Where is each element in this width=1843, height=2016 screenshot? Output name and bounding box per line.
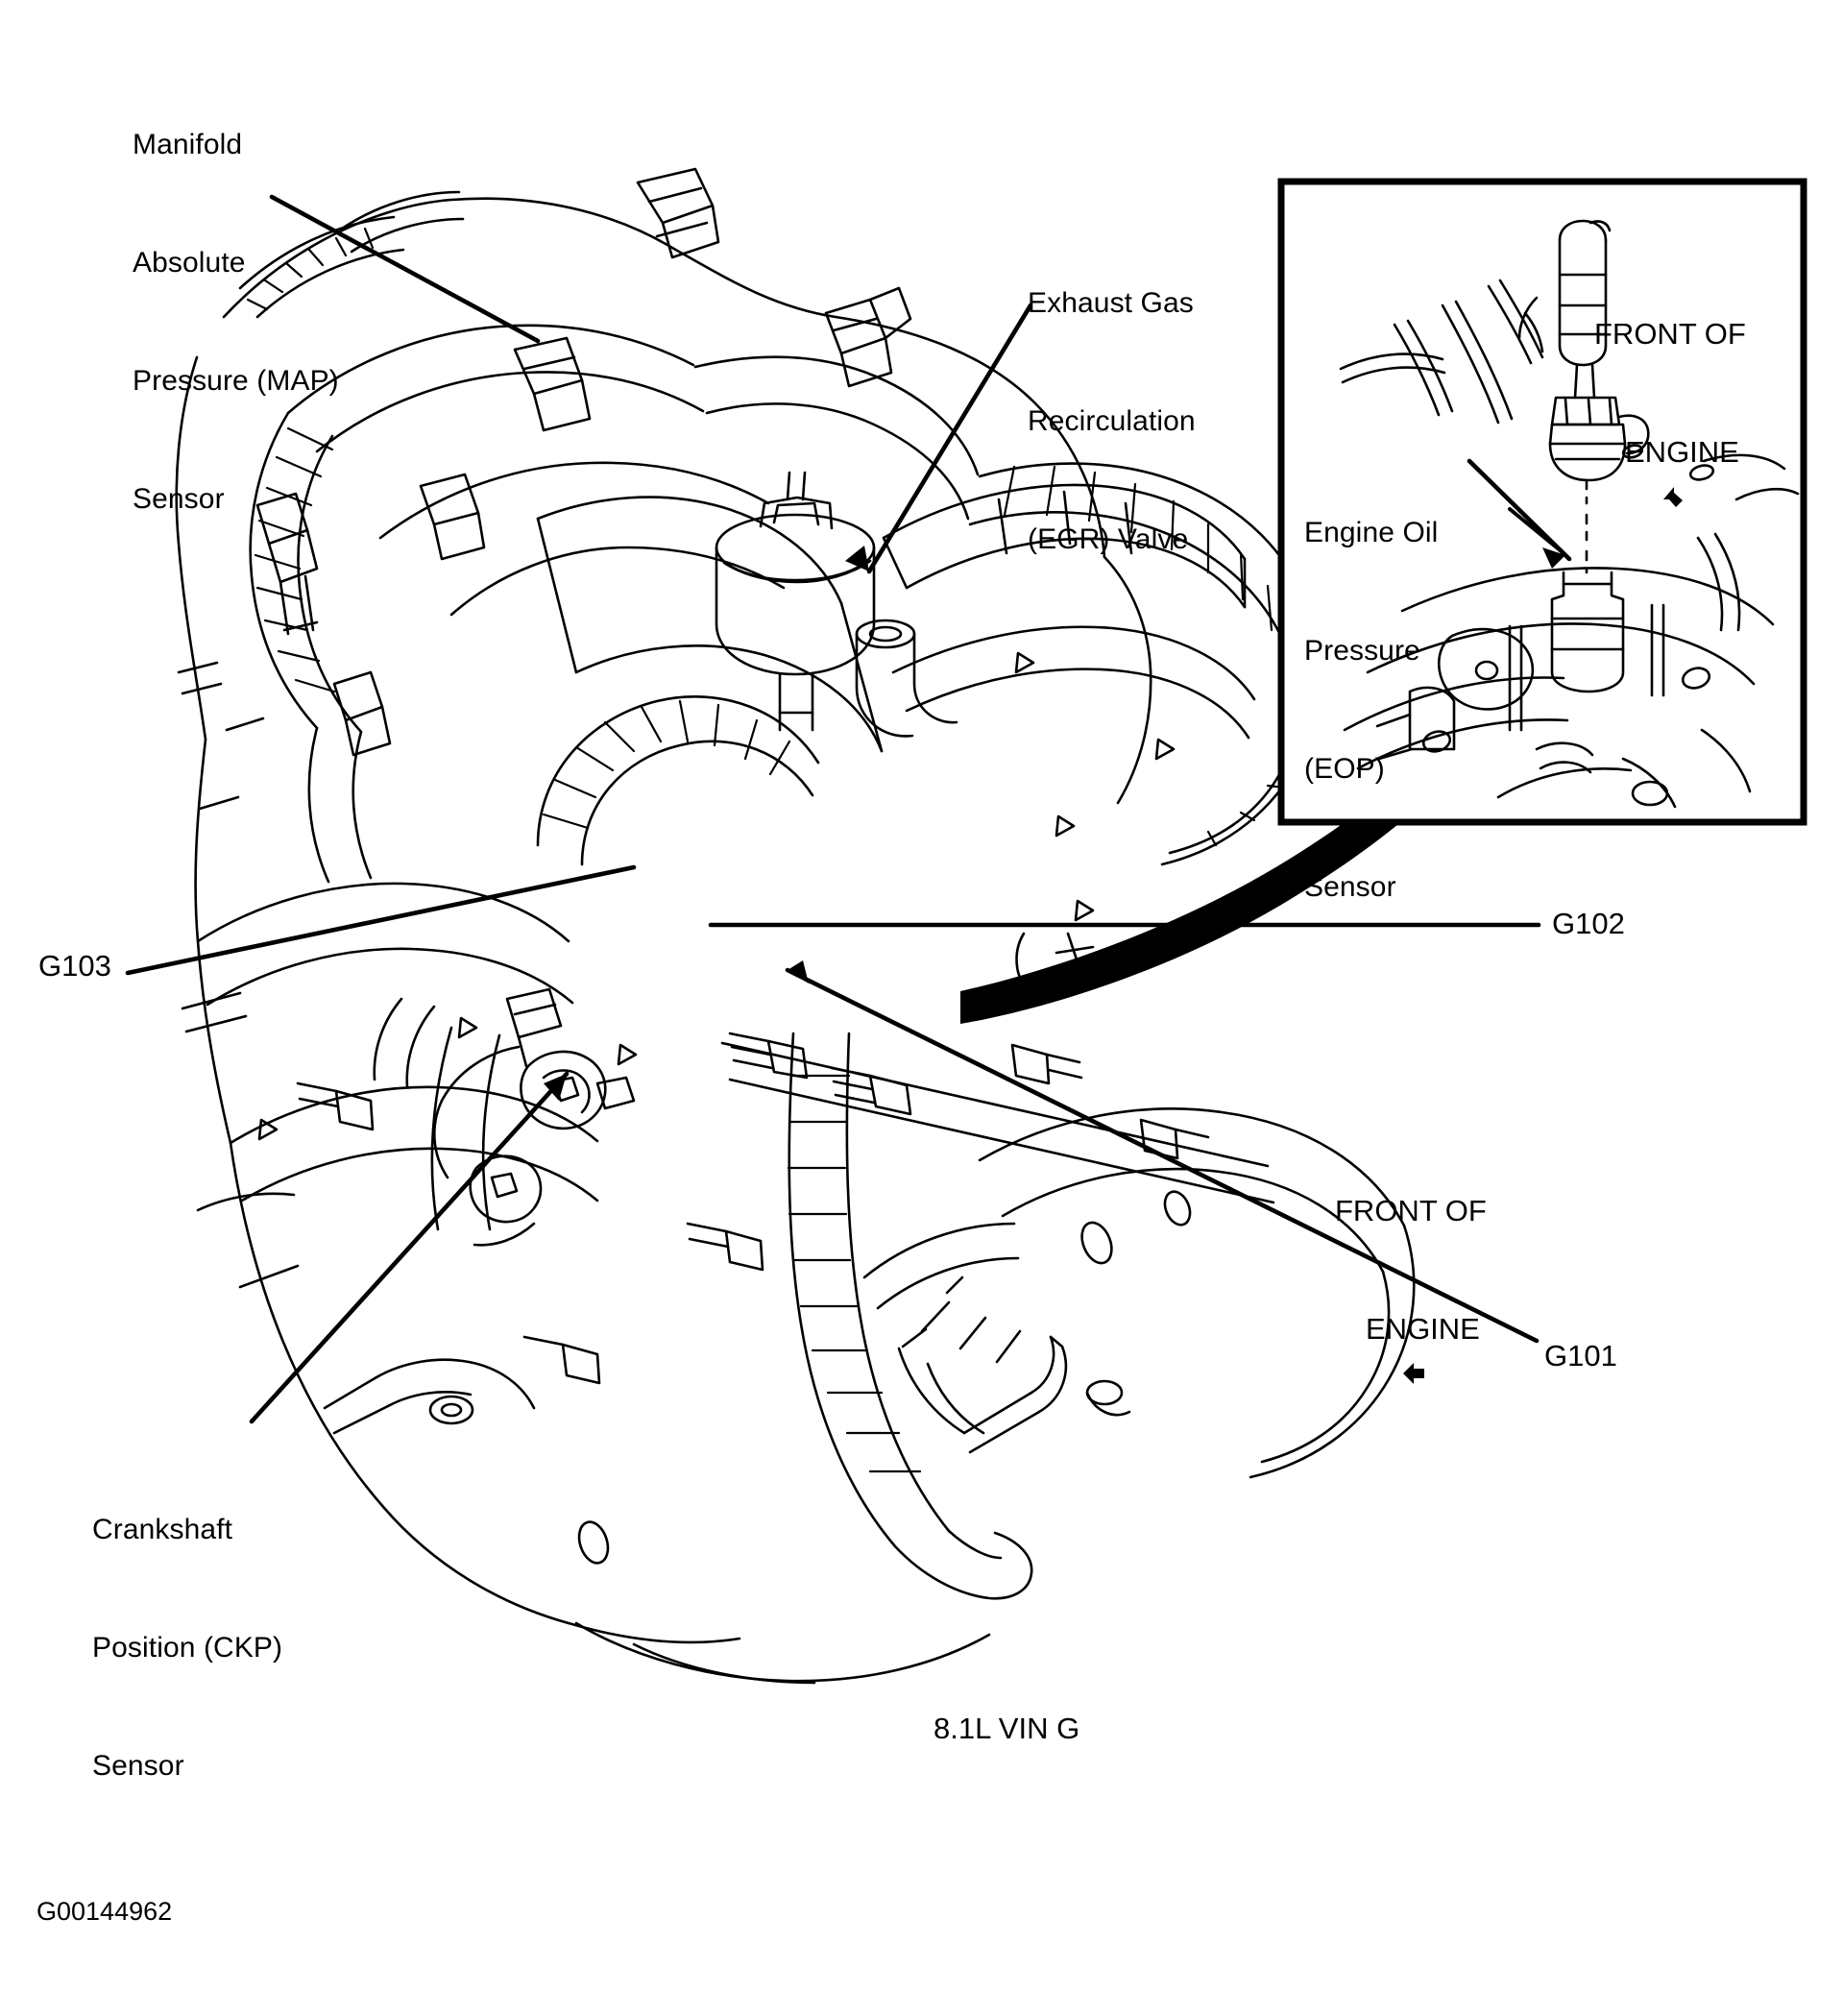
leader-egr-valve [866, 303, 1033, 574]
callout-map-sensor-line-2: Absolute [133, 247, 246, 279]
callout-egr-valve-line-1: Exhaust Gas [1028, 287, 1194, 319]
inset-orientation-line-1: FRONT OF [1594, 317, 1746, 351]
leader-egr-arrowhead [845, 546, 869, 571]
callout-eop-sensor: Engine Oil Pressure (EOP) Sensor [1304, 434, 1438, 985]
leader-g101 [785, 967, 1540, 1344]
callout-map-sensor-line-3: Pressure (MAP) [133, 365, 339, 397]
figure-id: G00144962 [36, 1897, 173, 1926]
callout-map-sensor-line-4: Sensor [133, 483, 225, 515]
inset-line-art [1339, 219, 1800, 809]
callout-egr-valve-line-2: Recirculation [1028, 405, 1196, 437]
leader-ckp-sensor [249, 1071, 570, 1424]
leader-g101-arrowhead [788, 960, 809, 984]
figure-caption: 8.1L VIN G [934, 1712, 1080, 1745]
leader-map-sensor [269, 194, 541, 344]
callout-map-sensor-line-1: Manifold [133, 129, 243, 160]
ground-label-g103: G103 [38, 949, 111, 983]
inset-orientation-line-2: ENGINE [1625, 435, 1739, 469]
callout-map-sensor: Manifold Absolute Pressure (MAP) Sensor [133, 46, 339, 597]
callout-eop-sensor-line-2: Pressure [1304, 635, 1420, 667]
callout-egr-valve: Exhaust Gas Recirculation (EGR) Valve [1028, 205, 1196, 638]
arrow-up-left-icon [1594, 440, 1683, 507]
callout-eop-sensor-line-4: Sensor [1304, 871, 1396, 903]
main-orientation-line-1: FRONT OF [1335, 1194, 1487, 1227]
inset-panel-border [1277, 178, 1807, 826]
callout-ckp-sensor-line-1: Crankshaft [92, 1514, 233, 1545]
callout-eop-sensor-line-3: (EOP) [1304, 753, 1385, 785]
callout-egr-valve-line-3: (EGR) Valve [1028, 523, 1189, 555]
callout-eop-sensor-line-1: Engine Oil [1304, 517, 1439, 548]
callout-ckp-sensor-line-2: Position (CKP) [92, 1632, 283, 1664]
callout-ckp-sensor-line-3: Sensor [92, 1750, 184, 1782]
inset-orientation-marker: FRONT OF ENGINE [1594, 235, 1746, 550]
leader-eop-sensor [1467, 458, 1572, 562]
ground-label-g102: G102 [1552, 907, 1625, 940]
arrow-left-icon [1335, 1317, 1424, 1384]
callout-ckp-sensor: Crankshaft Position (CKP) Sensor [92, 1431, 282, 1864]
ground-label-g101: G101 [1544, 1339, 1617, 1372]
leader-g103 [125, 864, 637, 976]
leader-ckp-arrowhead [544, 1074, 567, 1101]
main-orientation-marker: FRONT OF ENGINE [1335, 1112, 1487, 1427]
inset-eop-arrowhead [1542, 547, 1565, 569]
main-orientation-line-2: ENGINE [1366, 1312, 1480, 1346]
